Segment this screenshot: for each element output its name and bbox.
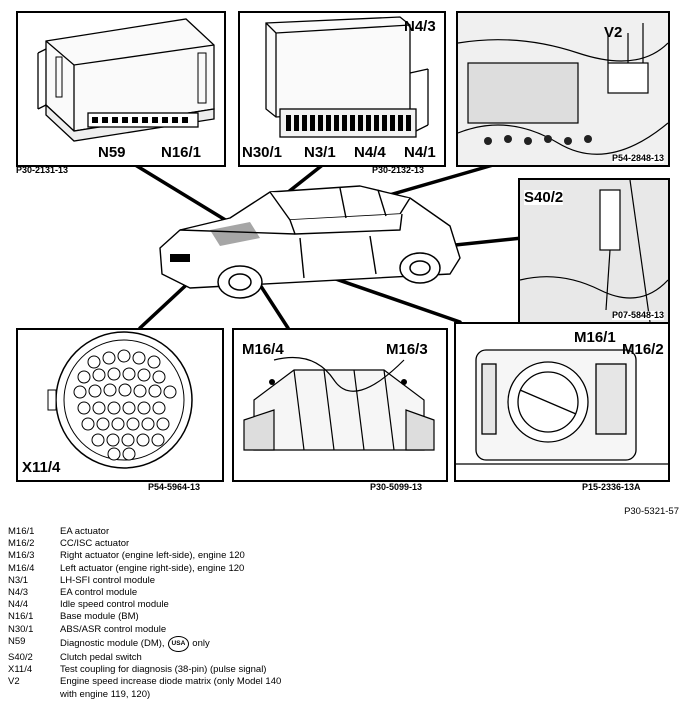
label-m16-1: M16/1 [574,329,616,346]
connector-illustration [47,331,193,469]
label-m16-4: M16/4 [242,341,284,358]
throttle-illustration [456,349,668,465]
panel-test-coupling: X11/4 [16,328,224,482]
label-n30-1: N30/1 [242,144,283,161]
label-n3-1: N3/1 [304,144,336,161]
label-n4-4: N4/4 [354,144,386,161]
figure-reference: P30-5321-57 [624,506,679,517]
code-throttle: P15-2336-13A [582,482,641,492]
label-n59: N59 [98,144,126,161]
code-clutch: P07-5848-13 [611,310,664,320]
panel-control-modules: N4/3 N30/1 N3/1 N4/4 N4/1 [238,11,446,167]
code-engine: P30-5099-13 [370,482,423,492]
ecu-illustration [37,18,215,142]
label-x11-4: X11/4 [22,459,61,476]
label-n4-3: N4/3 [404,18,436,35]
car-illustration [159,185,461,299]
engine-bay-photo [458,13,668,165]
usa-badge: USA [167,635,190,653]
label-n16-1: N16/1 [161,144,202,161]
label-m16-2: M16/2 [622,341,664,358]
panel-diode-matrix: V2 P54-2848-13 [456,11,670,167]
code-connector: P54-5964-13 [148,482,201,492]
label-n4-1: N4/1 [404,144,436,161]
code-diode: P54-2848-13 [611,153,664,163]
panel-engine-actuators: M16/4 M16/3 [232,328,448,482]
label-m16-3: M16/3 [386,341,428,358]
legend-row: with engine 119, 120) [60,688,151,700]
panel-clutch-switch: S40/2 P07-5848-13 [518,178,670,324]
code-ecu2: P30-2132-13 [372,165,425,175]
panel-diagnostic-base-module: N59 N16/1 [16,11,226,167]
label-v2: V2 [604,24,623,41]
panel-throttle-actuators: M16/1 M16/2 [454,322,670,482]
ecu-illustration-2 [265,16,429,138]
engine-illustration [243,356,435,451]
label-s40-2: S40/2 [524,189,564,206]
code-ecu1: P30-2131-13 [16,165,69,175]
